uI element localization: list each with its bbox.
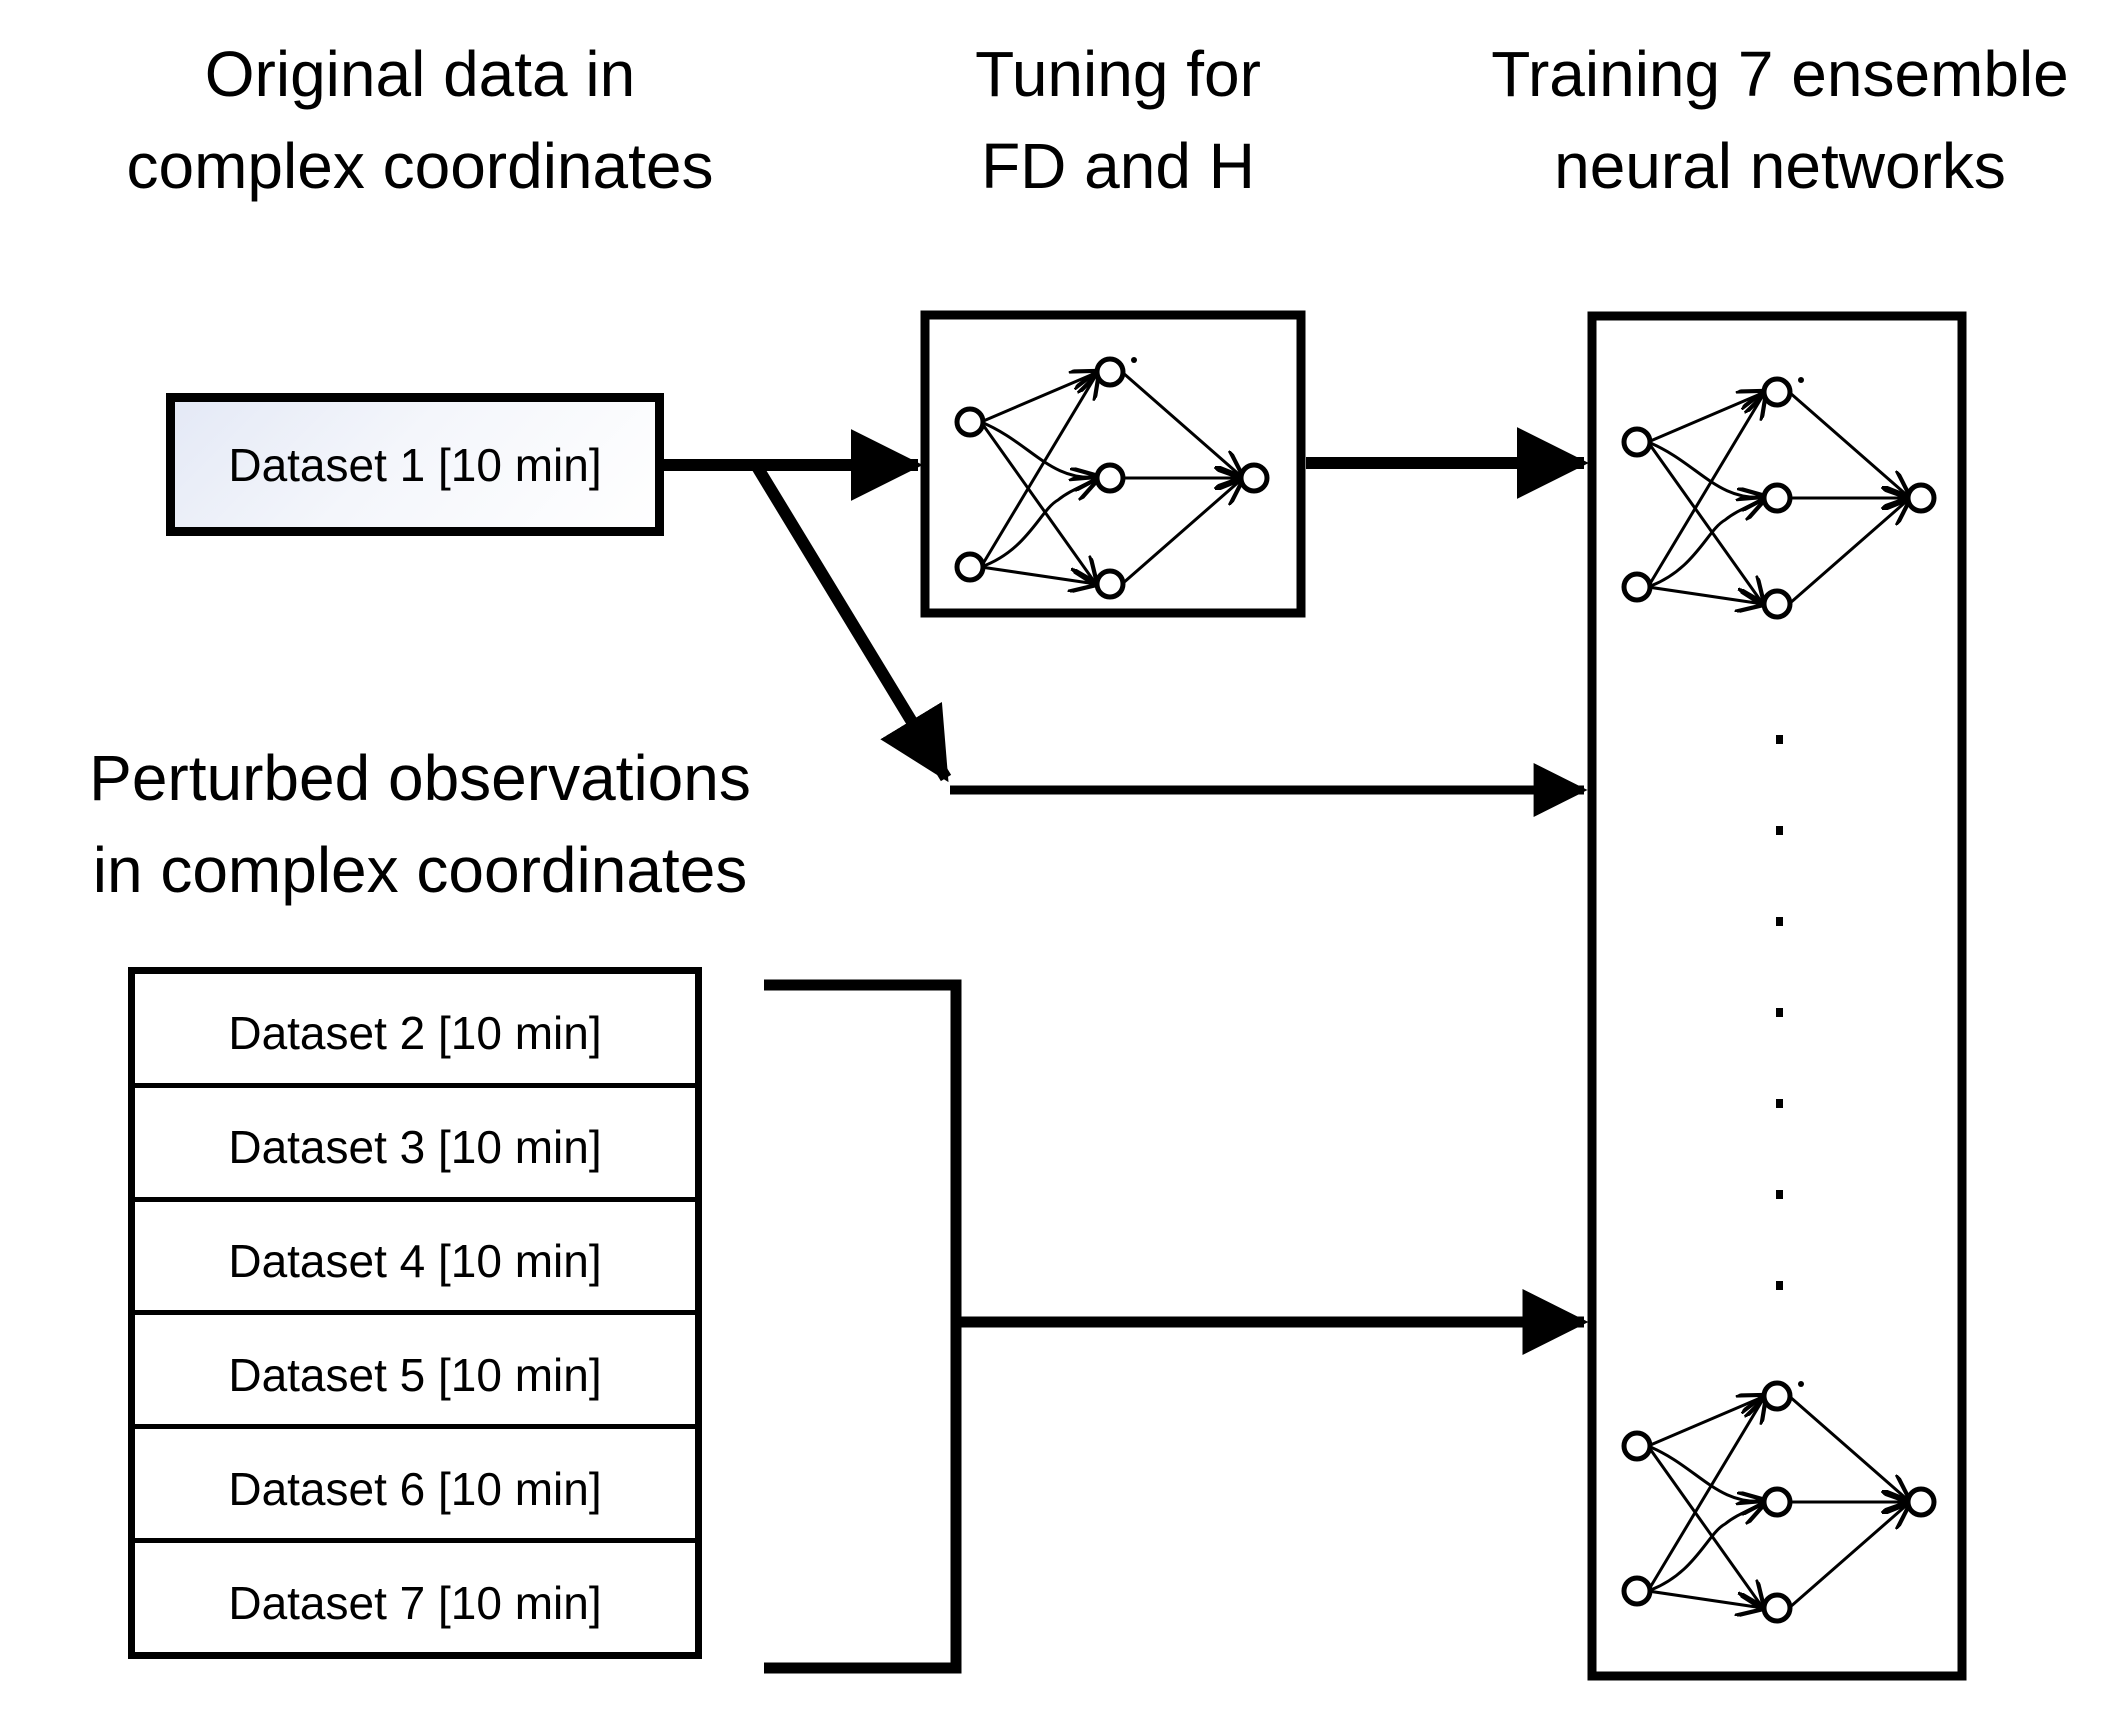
- dataset-6-label: Dataset 6 [10 min]: [228, 1462, 602, 1515]
- dataset-7-label: Dataset 7 [10 min]: [228, 1576, 602, 1629]
- heading-tuning-line-1: Tuning for: [975, 38, 1261, 110]
- dataset-row: Dataset 5 [10 min]: [135, 1315, 695, 1430]
- dataset-4-label: Dataset 4 [10 min]: [228, 1235, 602, 1288]
- dataset-1-label: Dataset 1 [10 min]: [228, 438, 602, 491]
- ensemble-box: [1587, 311, 1967, 1681]
- dataset-row: Dataset 7 [10 min]: [135, 1543, 695, 1652]
- heading-perturbed: Perturbed observations in complex coordi…: [40, 732, 800, 916]
- dataset-2-label: Dataset 2 [10 min]: [228, 1007, 602, 1060]
- perturbed-bracket: [764, 979, 962, 1674]
- heading-original-line-1: Original data in: [204, 38, 636, 110]
- dataset-3-label: Dataset 3 [10 min]: [228, 1121, 602, 1174]
- heading-perturbed-line-1: Perturbed observations: [89, 742, 751, 814]
- dataset-row: Dataset 3 [10 min]: [135, 1088, 695, 1202]
- ensemble-ellipsis-dots: [1776, 735, 1783, 1290]
- dataset-row: Dataset 2 [10 min]: [135, 974, 695, 1088]
- heading-tuning-line-2: FD and H: [981, 130, 1255, 202]
- heading-training-line-1: Training 7 ensemble: [1491, 38, 2069, 110]
- heading-original-line-2: complex coordinates: [126, 130, 714, 202]
- heading-tuning: Tuning for FD and H: [918, 28, 1318, 212]
- heading-training: Training 7 ensemble neural networks: [1460, 28, 2100, 212]
- heading-original-data: Original data in complex coordinates: [96, 28, 744, 212]
- heading-perturbed-line-2: in complex coordinates: [92, 834, 748, 906]
- arrow-dataset1-branch: [750, 461, 952, 783]
- dataset-row: Dataset 6 [10 min]: [135, 1429, 695, 1544]
- heading-training-line-2: neural networks: [1554, 130, 2006, 202]
- dataset-row: Dataset 4 [10 min]: [135, 1202, 695, 1316]
- dataset-5-label: Dataset 5 [10 min]: [228, 1348, 602, 1401]
- perturbed-datasets-stack: Dataset 2 [10 min] Dataset 3 [10 min] Da…: [128, 967, 702, 1659]
- dataset-1-box: Dataset 1 [10 min]: [166, 393, 664, 536]
